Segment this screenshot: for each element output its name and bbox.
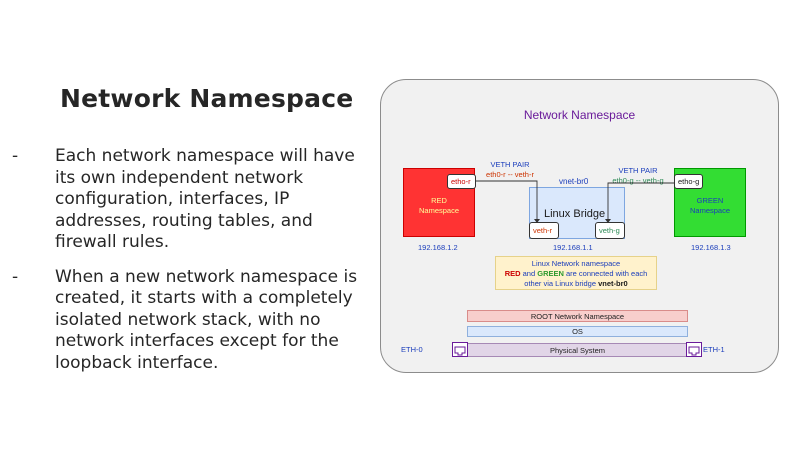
red-ns-line1: RED: [431, 196, 447, 205]
veth-right-pair: eth0-g -- veth-g: [612, 175, 664, 185]
eth0-label: ETH-0: [401, 345, 423, 354]
note-line3: other via Linux bridge vnet-br0: [496, 279, 656, 289]
ethernet-port-icon: [686, 342, 702, 357]
bullet-marker: -: [12, 266, 19, 287]
eth1-label: ETH-1: [703, 345, 725, 354]
green-ns-line1: GREEN: [696, 196, 724, 205]
note-line1: Linux Network namespace: [531, 259, 621, 268]
veth-left-title: VETH PAIR: [490, 160, 530, 169]
network-diagram: Network Namespace Linux Bridge vnet-br0 …: [380, 79, 779, 373]
note-box: Linux Network namespace RED and GREEN ar…: [495, 256, 657, 290]
red-namespace-label: RED Namespace: [404, 196, 474, 215]
bridge-ip: 192.168.1.1: [553, 243, 593, 252]
arrow-head-left: [534, 219, 540, 223]
bullet-item-2: - When a new network namespace is create…: [12, 267, 372, 375]
veth-left-pair: eth0-r -- veth-r: [486, 169, 534, 179]
bullet-marker: -: [12, 146, 19, 166]
root-namespace-bar: ROOT Network Namespace: [467, 310, 688, 322]
red-ns-line2: Namespace: [418, 205, 460, 215]
note-rest: are connected with each: [563, 269, 648, 278]
ethernet-port-glyph: [454, 346, 466, 356]
bridge-name: vnet-br0: [559, 177, 589, 186]
iface-etho-g: etho-g: [674, 174, 703, 189]
green-ip: 192.168.1.3: [691, 243, 731, 252]
veth-g-wire: [607, 182, 674, 220]
note-green: GREEN: [537, 269, 564, 278]
slide-title: Network Namespace: [60, 84, 354, 113]
bullet-item-1: - Each network namespace will have its o…: [12, 146, 372, 254]
bullet-list: - Each network namespace will have its o…: [12, 146, 372, 387]
veth-right-title: VETH PAIR: [618, 166, 658, 175]
veth-pair-right: VETH PAIR eth0-g -- veth-g: [604, 166, 672, 185]
diagram-title: Network Namespace: [523, 108, 636, 122]
bridge-label: Linux Bridge: [544, 208, 606, 220]
bullet-text: When a new network namespace is created,…: [55, 266, 358, 373]
red-ip: 192.168.1.2: [418, 243, 458, 252]
note-red: RED: [504, 269, 521, 278]
note-line2: RED and GREEN are connected with each: [496, 269, 656, 279]
ethernet-port-glyph: [688, 346, 700, 356]
port-veth-g: veth-g: [595, 222, 625, 239]
ethernet-port-icon: [452, 342, 468, 357]
iface-etho-r: etho-r: [447, 174, 476, 189]
note-line3a: other via Linux bridge: [524, 279, 599, 288]
note-line3b: vnet-br0: [598, 279, 628, 288]
physical-system-bar: Physical System: [467, 343, 688, 357]
os-bar: OS: [467, 326, 688, 337]
connection-wires: [476, 180, 674, 223]
bullet-text: Each network namespace will have its own…: [55, 146, 355, 252]
veth-pair-left: VETH PAIR eth0-r -- veth-r: [479, 160, 541, 179]
note-and: and: [520, 269, 538, 278]
arrow-head-right: [605, 219, 611, 223]
veth-r-wire: [476, 180, 538, 220]
port-veth-r: veth-r: [529, 222, 559, 239]
green-ns-line2: Namespace: [689, 205, 731, 215]
green-namespace-label: GREEN Namespace: [675, 196, 745, 215]
